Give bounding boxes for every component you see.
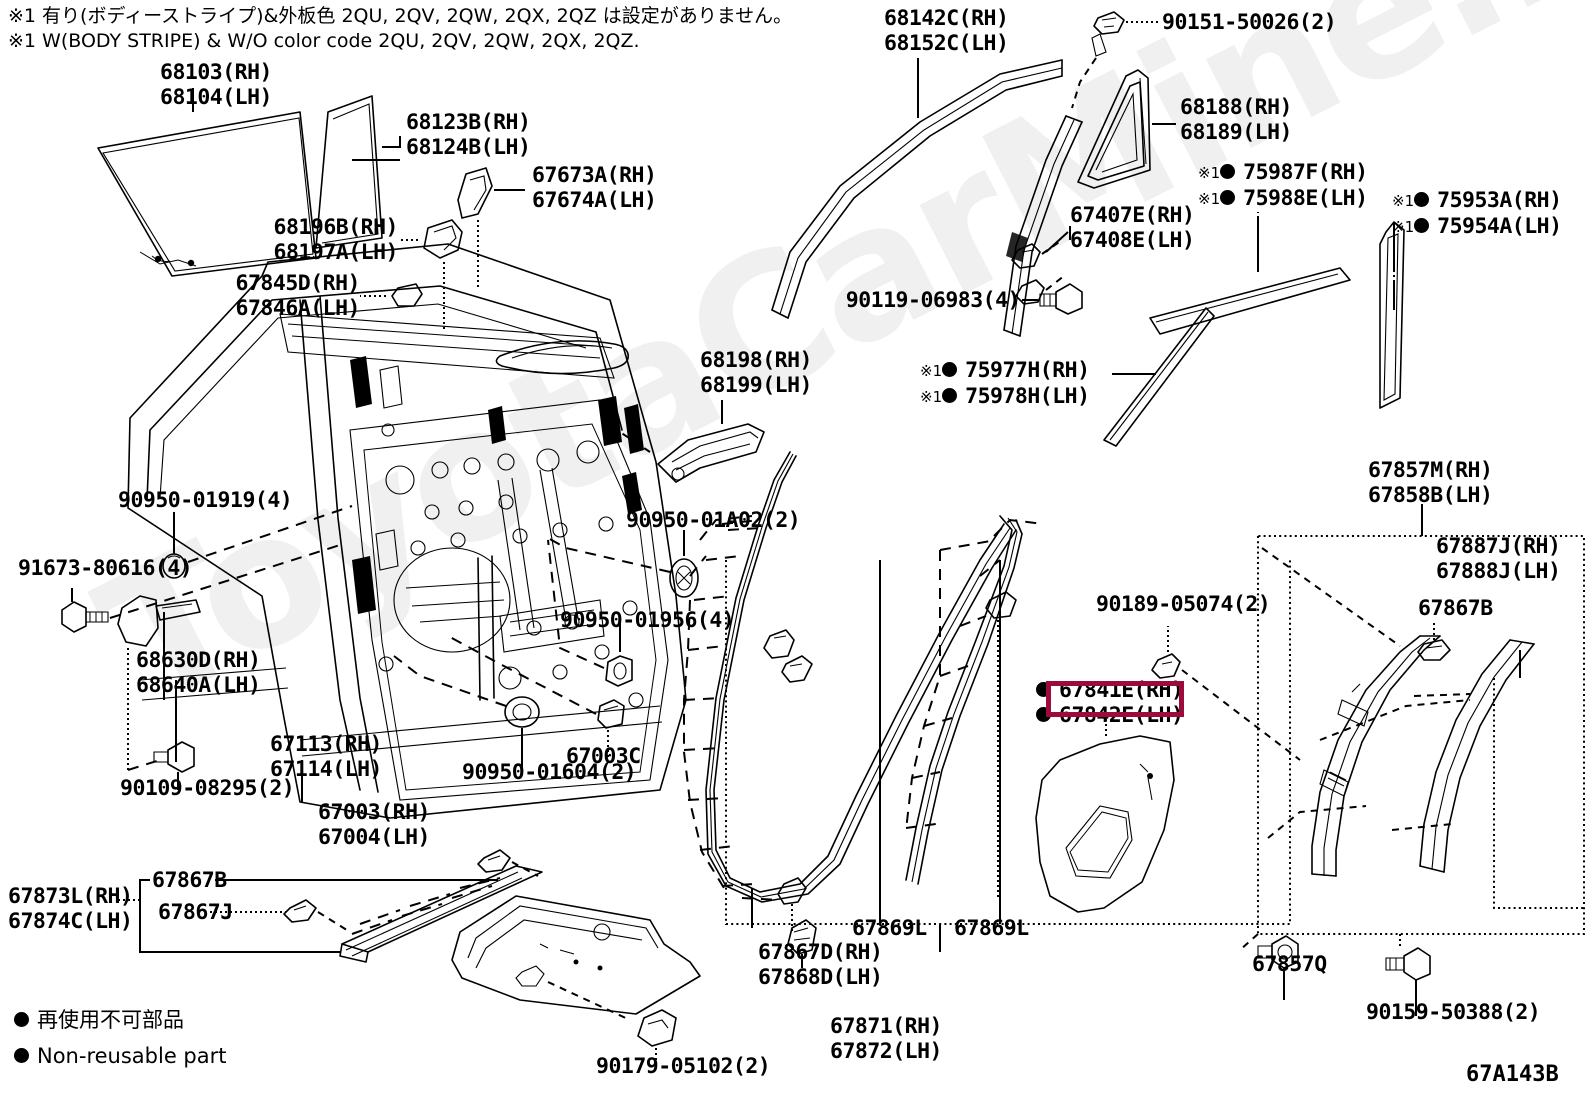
label-90179-05102: 90179-05102(2) [596,1054,771,1079]
label-90109-08295: 90109-08295(2) [120,776,295,801]
label-67867b-right: 67867B [1418,596,1493,621]
part-art-90179-lower-panel [451,895,701,1066]
label-68196b: 68196B(RH)68197A(LH) [273,215,399,265]
highlight-box-67841e [1046,681,1184,717]
label-67857q: 67857Q [1252,952,1327,977]
watermark-toyotacarmine: ToyotaCarMine.ru [70,0,1592,749]
note-line-2: ※1 W(BODY STRIPE) & W/O color code 2QU, … [8,30,640,52]
part-art-68196b-clip [398,219,463,330]
label-67003c: 67003C [566,744,641,769]
non-reusable-marker-icon [14,1012,29,1027]
label-67407e: 67407E(RH)67408E(LH) [1070,203,1195,253]
part-art-90151-50026-screw [1071,11,1158,109]
label-68103: 68103(RH)68104(LH) [160,60,273,110]
non-reusable-marker-icon [1220,164,1236,179]
note-line-1: ※1 有り(ボディーストライプ)&外板色 2QU, 2QV, 2QW, 2QX,… [8,5,793,27]
label-90159-50388: 90159-50388(2) [1366,1000,1541,1025]
label-90950-01919: 90950-01919(4) [118,488,293,513]
legend-jp: 再使用不可部品 [14,1004,184,1037]
part-art-68198-garnish [619,400,765,483]
non-reusable-marker-icon [1414,218,1430,233]
label-90950-01604: 90950-01604(2) [462,760,637,785]
figure-code: 67A143B [1466,1062,1559,1087]
label-67873l: 67873L(RH)67874C(LH) [8,884,133,934]
non-reusable-marker-icon [14,1048,29,1063]
label-67887j: 67887J(RH)67888J(LH) [1436,534,1561,584]
part-art-67673a-bracket [457,167,525,290]
label-90119-06983: 90119-06983(4) [845,288,1021,313]
label-67857m: 67857M(RH)67858B(LH) [1368,458,1493,508]
non-reusable-marker-icon [1414,192,1430,207]
non-reusable-marker-icon [942,362,958,377]
label-67869l-a: 67869L [852,916,927,941]
label-68142c: 68142C(RH)68152C(LH) [884,6,1009,56]
label-67867b-left: 67867B [152,868,227,893]
part-art-90119-bolt [1022,283,1083,315]
label-68188: 68188(RH)68189(LH) [1180,95,1293,145]
non-reusable-marker-icon [942,388,958,403]
label-90950-01A02: 90950-01A02(2) [626,508,801,533]
label-68630d: 68630D(RH)68640A(LH) [136,648,261,698]
label-67845d: 67845D(RH)67846A(LH) [235,271,361,321]
label-67113: 67113(RH)67114(LH) [270,732,383,782]
label-67871: 67871(RH)67872(LH) [830,1014,943,1064]
part-art-67407e-clip [1011,226,1071,305]
label-67003: 67003(RH)67004(LH) [318,800,431,850]
part-art-67003c-plug [447,635,625,760]
part-art-67113-door-panel [127,243,687,819]
label-91673-80616: 91673-80616(4) [18,556,193,581]
label-90950-01956: 90950-01956(4) [560,608,735,633]
label-68123b: 68123B(RH)68124B(LH) [406,110,531,160]
label-90189-05074: 90189-05074(2) [1096,592,1271,617]
label-68198: 68198(RH)68199(LH) [700,348,813,398]
part-art-67845d-clip [360,283,423,307]
part-art-68142c-weatherstrip [771,58,1063,319]
label-67867j-left: 67867J [158,900,233,925]
part-art-67841e-trim [1035,712,1175,913]
non-reusable-marker-icon [1220,190,1236,205]
part-art-90950-01A02-grommet [547,530,699,598]
label-67869l-b: 67869L [954,916,1029,941]
label-67673a: 67673A(RH)67674A(LH) [532,163,657,213]
label-67867d: 67867D(RH)67868D(LH) [758,940,883,990]
part-art-75953a-moulding [1379,221,1405,409]
legend-en: Non-reusable part [14,1040,226,1073]
part-art-68188-quarter-weatherstrip [1077,69,1176,189]
label-90151-50026: 90151-50026(2) [1162,10,1337,35]
part-art-90950-01604-grommet [393,655,540,772]
part-art-75977h-moulding [1103,307,1215,447]
